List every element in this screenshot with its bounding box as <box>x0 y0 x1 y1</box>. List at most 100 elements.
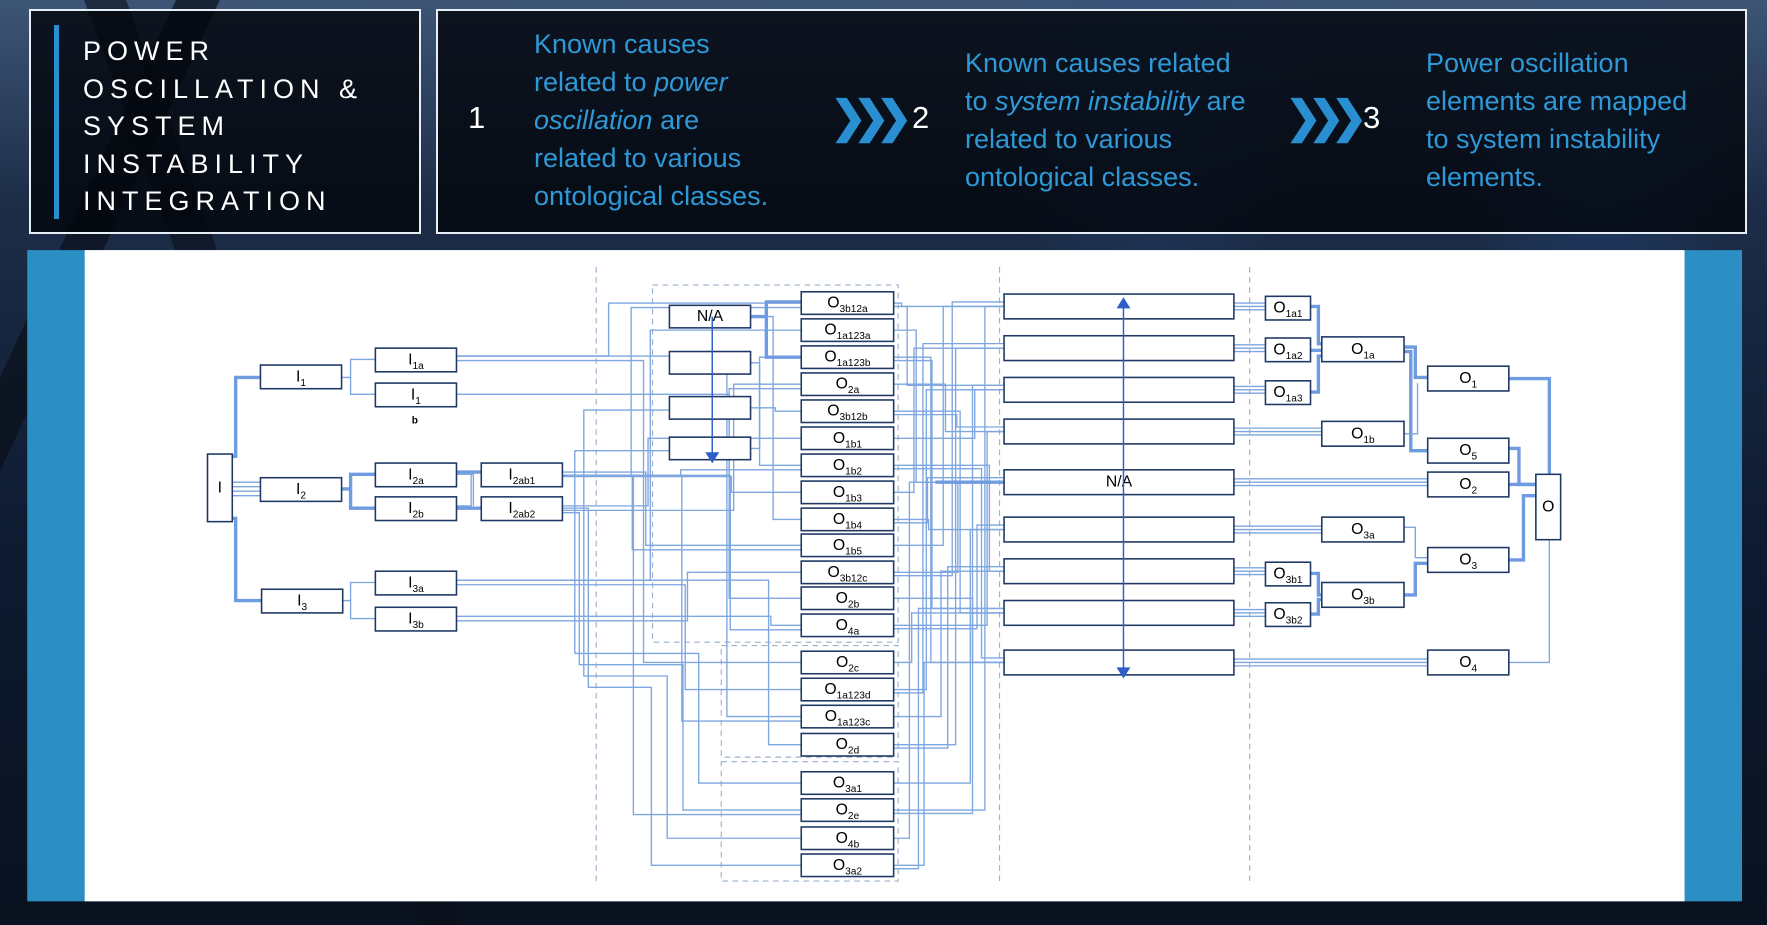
node-box <box>374 462 458 488</box>
node-label: I2 <box>296 481 306 502</box>
i1b-subscript-label: b <box>412 416 418 427</box>
node-label: N/A <box>1106 474 1133 491</box>
node-o3b: O3b <box>1320 581 1405 609</box>
connector-line <box>232 516 262 603</box>
node-box <box>668 350 752 375</box>
node-m7: O1b3 <box>800 480 895 505</box>
node-label: I2ab2 <box>508 500 535 521</box>
connector-line <box>341 358 376 379</box>
node-label: O3b <box>1351 586 1375 607</box>
connector-line <box>764 316 802 359</box>
node-box <box>1535 473 1562 541</box>
node-box <box>259 476 343 503</box>
node-label: O3b2 <box>1273 606 1303 627</box>
node-m11: O2b <box>800 586 895 611</box>
node-o3: O3 <box>1426 546 1510 574</box>
node-label: O1a <box>1351 341 1375 362</box>
connector-line <box>456 571 802 622</box>
node-m17: O3a1 <box>800 770 895 796</box>
node-box <box>800 613 895 638</box>
node-r5 <box>1003 516 1235 543</box>
node-box <box>800 770 895 796</box>
node-label: O4a <box>836 617 860 638</box>
node-i2ab2: I2ab2 <box>480 496 564 522</box>
node-box <box>800 732 895 757</box>
node-label: I3a <box>408 575 424 596</box>
node-label: O1b5 <box>833 537 863 558</box>
node-label: O5 <box>1459 442 1477 463</box>
node-box <box>1264 337 1312 363</box>
node-label: O1a2 <box>1273 341 1303 362</box>
node-na1: N/A <box>668 304 752 329</box>
node-box <box>668 304 752 329</box>
steps-panel <box>436 9 1747 234</box>
node-box <box>1426 471 1510 498</box>
node-r3 <box>1003 418 1235 445</box>
connector-line <box>1508 494 1536 562</box>
node-label: O2e <box>836 802 860 823</box>
node-o3a: O3a <box>1320 516 1405 543</box>
page-title: POWER OSCILLATION & SYSTEM INSTABILITY I… <box>83 33 363 221</box>
node-m3: O2a <box>800 372 895 397</box>
node-m2: O1a123b <box>800 345 895 370</box>
step-1-number: 1 <box>468 100 486 135</box>
node-box <box>1264 601 1312 628</box>
node-label: O1a123b <box>824 349 870 370</box>
connector-line <box>232 375 261 458</box>
node-m12: O4a <box>800 613 895 638</box>
connector-line <box>349 600 376 620</box>
node-o1b: O1b <box>1320 420 1405 447</box>
node-box <box>800 586 895 611</box>
node-r2 <box>1003 376 1235 404</box>
node-box <box>480 462 564 488</box>
node-label: I2b <box>408 500 424 521</box>
connector-line <box>456 355 802 718</box>
node-box <box>1426 649 1510 676</box>
step-3-text: Power oscillation elements are mapped to… <box>1426 48 1688 192</box>
node-box <box>1426 437 1510 464</box>
node-m14: O1a123d <box>800 677 895 702</box>
connector-line <box>456 473 475 506</box>
connector-line <box>562 471 802 546</box>
node-label: O1b1 <box>833 430 863 451</box>
node-label: N/A <box>697 308 724 325</box>
node-m19: O4b <box>800 826 895 851</box>
node-label: I3b <box>408 611 424 632</box>
node-label: O3a <box>1351 521 1375 542</box>
connector-line <box>562 511 802 811</box>
node-box <box>374 382 458 408</box>
node-o5: O5 <box>1426 437 1510 464</box>
node-box <box>800 533 895 558</box>
node-box <box>480 496 564 522</box>
node-m13: O2c <box>800 650 895 675</box>
node-m4: O3b12b <box>800 399 895 424</box>
node-i1a: I1a <box>374 347 458 373</box>
title-panel: POWER OSCILLATION & SYSTEM INSTABILITY I… <box>29 9 421 234</box>
node-box <box>800 453 895 478</box>
node-m10: O3b12c <box>800 560 895 585</box>
node-box <box>374 347 458 373</box>
node-box <box>800 560 895 585</box>
connector-line <box>341 472 376 491</box>
title-line: INSTABILITY <box>83 148 310 179</box>
connector-line <box>1310 304 1322 346</box>
node-box <box>1003 558 1235 585</box>
connector-line <box>893 477 1005 524</box>
connector-line <box>893 384 1005 815</box>
node-o: O <box>1535 473 1562 541</box>
title-line: OSCILLATION & <box>83 73 364 104</box>
node-i3: I3 <box>260 588 344 614</box>
node-m18: O2e <box>800 798 895 823</box>
connector-line <box>893 413 1005 428</box>
node-box <box>1320 336 1405 363</box>
node-box <box>800 650 895 675</box>
connector-line <box>893 305 1005 546</box>
connector-line <box>893 607 1005 870</box>
node-r4: N/A <box>1003 469 1235 496</box>
node-box <box>800 480 895 505</box>
node-o1a1: O1a1 <box>1264 295 1312 321</box>
node-box <box>800 291 895 316</box>
node-label: O1a1 <box>1273 300 1303 321</box>
connector-line <box>893 661 1005 866</box>
node-i3a: I3a <box>374 570 458 596</box>
